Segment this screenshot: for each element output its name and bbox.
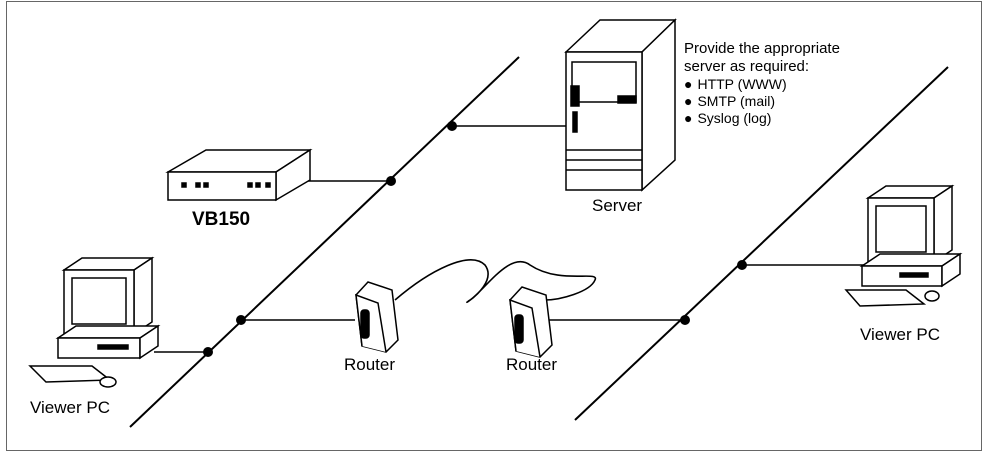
router-left-label: Router (344, 355, 396, 374)
router-icon (509, 286, 553, 358)
wan-cable (394, 259, 597, 303)
vb150-label: VB150 (192, 209, 251, 230)
router-icon (355, 281, 399, 353)
desktop-pc-icon (28, 256, 161, 388)
server-note-line2: server as required: (684, 58, 810, 75)
server-protocol-item: SMTP (mail) (684, 93, 840, 110)
server-note-line1: Provide the appropriate (684, 40, 840, 57)
server-protocol-item: Syslog (log) (684, 110, 840, 127)
server-tower-icon (564, 18, 677, 192)
viewer-pc-left-label: Viewer PC (30, 398, 110, 417)
server-protocol-item: HTTP (WWW) (684, 76, 840, 93)
network-segment-right (574, 66, 949, 421)
vb150-device-icon (165, 148, 313, 202)
junction-dot (447, 121, 457, 131)
server-label: Server (592, 196, 643, 215)
junction-dot (236, 315, 246, 325)
junction-dot (680, 315, 690, 325)
viewer-pc-right-label: Viewer PC (860, 325, 940, 344)
junction-dot (737, 260, 747, 270)
server-note: Provide the appropriate server as requir… (684, 40, 840, 127)
network-segment-left (129, 56, 520, 428)
junction-dot (386, 176, 396, 186)
server-protocol-list: HTTP (WWW) SMTP (mail) Syslog (log) (684, 76, 840, 127)
junction-dot (203, 347, 213, 357)
desktop-pc-icon (844, 184, 963, 307)
router-right-label: Router (506, 355, 558, 374)
diagram-frame (6, 1, 982, 451)
